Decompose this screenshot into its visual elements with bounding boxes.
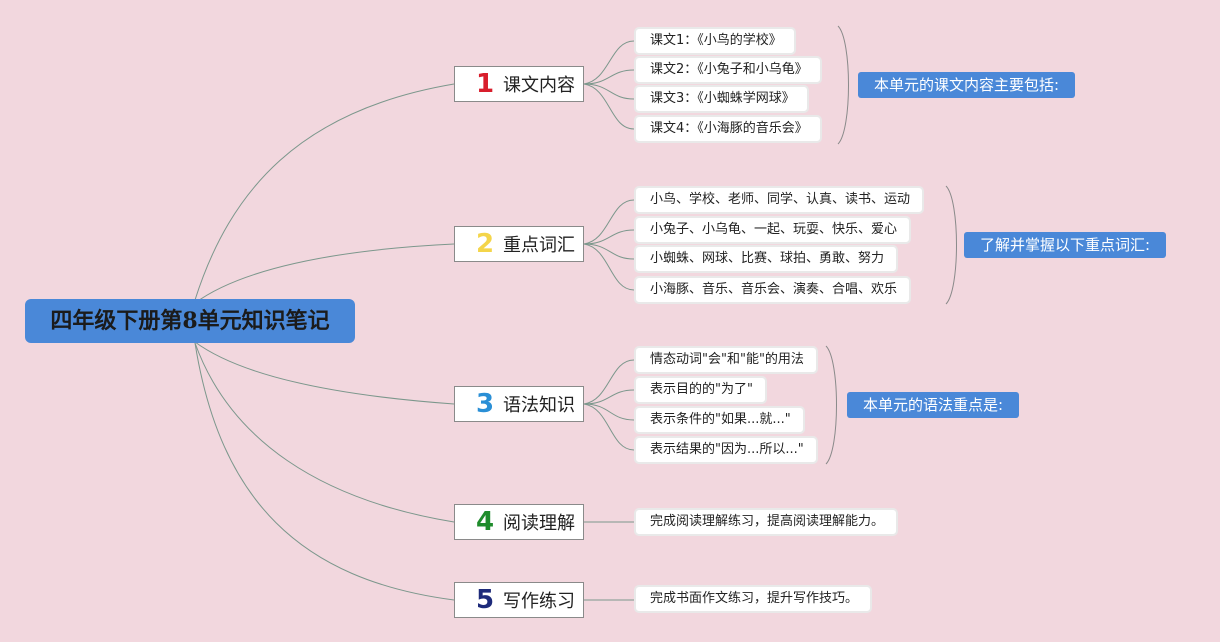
leaf-branch-3-2[interactable]: 表示目的的"为了"	[634, 376, 767, 404]
branch-2-topic[interactable]: 2 重点词汇	[454, 226, 584, 262]
leaf-branch-1-4[interactable]: 课文4：《小海豚的音乐会》	[634, 115, 822, 143]
branch-label: 语法知识	[503, 395, 575, 416]
leaf-branch-2-4[interactable]: 小海豚、音乐、音乐会、演奏、合唱、欢乐	[634, 276, 912, 304]
branch-number: 4	[475, 507, 495, 537]
bracket-branch-2	[945, 185, 957, 305]
leaf-branch-2-2[interactable]: 小兔子、小乌龟、一起、玩耍、快乐、爱心	[634, 216, 912, 244]
root-topic[interactable]: 四年级下册第8单元知识笔记	[25, 299, 355, 343]
leaf-branch-5-1[interactable]: 完成书面作文练习，提升写作技巧。	[634, 585, 873, 613]
connector-root-branch-3	[194, 341, 455, 405]
branch-label: 阅读理解	[503, 513, 575, 534]
branch-3-topic[interactable]: 3 语法知识	[454, 386, 584, 422]
branch-number: 5	[475, 585, 495, 615]
leaf-branch-1-2[interactable]: 课文2：《小兔子和小乌龟》	[634, 56, 822, 84]
branch-5-topic[interactable]: 5 写作练习	[454, 582, 584, 618]
leaf-branch-3-3[interactable]: 表示条件的"如果...就..."	[634, 406, 805, 434]
connector-fan-branch-1	[583, 40, 635, 130]
leaf-branch-1-1[interactable]: 课文1：《小鸟的学校》	[634, 27, 796, 55]
summary-branch-1[interactable]: 本单元的课文内容主要包括:	[858, 72, 1076, 98]
connector-fan-branch-2	[583, 199, 635, 291]
connector-root-branch-1	[194, 83, 455, 301]
leaf-branch-2-1[interactable]: 小鸟、学校、老师、同学、认真、读书、运动	[634, 186, 925, 214]
leaf-branch-4-1[interactable]: 完成阅读理解练习，提高阅读理解能力。	[634, 508, 899, 536]
branch-label: 重点词汇	[503, 235, 575, 256]
leaf-branch-3-4[interactable]: 表示结果的"因为...所以..."	[634, 436, 818, 464]
bracket-branch-3	[825, 345, 837, 465]
connector-root-branch-5	[194, 342, 455, 601]
branch-number: 2	[475, 229, 495, 259]
summary-branch-2[interactable]: 了解并掌握以下重点词汇:	[964, 232, 1167, 258]
branch-number: 1	[475, 69, 495, 99]
connector-fan-branch-3	[583, 359, 635, 451]
branch-1-topic[interactable]: 1 课文内容	[454, 66, 584, 102]
branch-label: 写作练习	[503, 591, 575, 612]
leaf-branch-1-3[interactable]: 课文3：《小蜘蛛学网球》	[634, 85, 809, 113]
leaf-branch-3-1[interactable]: 情态动词"会"和"能"的用法	[634, 346, 818, 374]
summary-branch-3[interactable]: 本单元的语法重点是:	[847, 392, 1020, 418]
branch-4-topic[interactable]: 4 阅读理解	[454, 504, 584, 540]
connector-root-branch-2	[194, 243, 455, 304]
leaf-branch-2-3[interactable]: 小蜘蛛、网球、比赛、球拍、勇敢、努力	[634, 245, 899, 273]
branch-label: 课文内容	[503, 75, 575, 96]
bracket-branch-1	[837, 25, 849, 145]
connector-root-branch-4	[194, 342, 455, 523]
branch-number: 3	[475, 389, 495, 419]
